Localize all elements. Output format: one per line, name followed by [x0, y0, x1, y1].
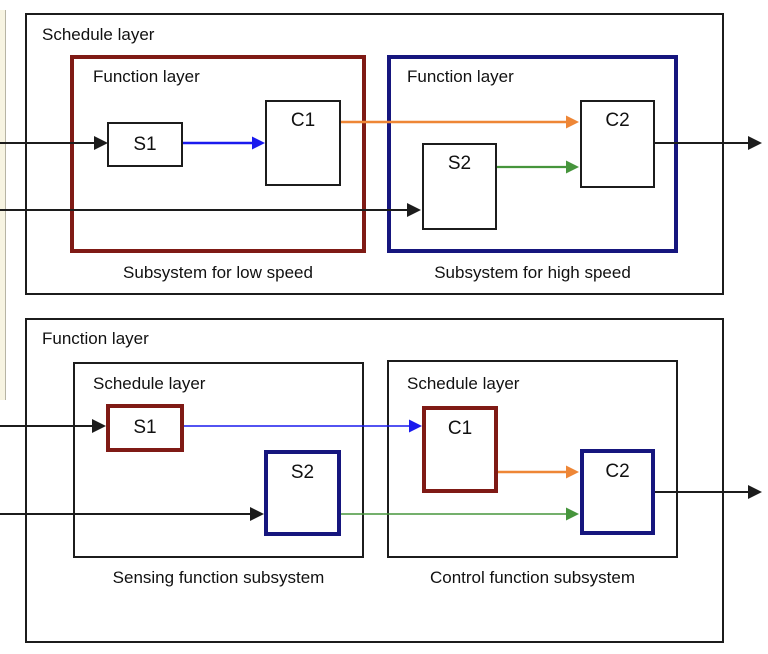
low-speed-caption: Subsystem for low speed — [123, 263, 313, 282]
block-s2-bottom: S2 — [264, 450, 341, 536]
block-c1-top: C1 — [265, 100, 341, 186]
sensing-schedule-layer-box — [73, 362, 364, 558]
control-schedule-layer-label: Schedule layer — [407, 374, 520, 393]
page-edge-artifact — [0, 10, 6, 400]
high-speed-caption: Subsystem for high speed — [434, 263, 631, 282]
control-schedule-layer-box — [387, 360, 678, 558]
output-arrow-2-head — [748, 485, 762, 499]
high-speed-function-layer-box — [387, 55, 678, 253]
sensing-schedule-layer-label: Schedule layer — [93, 374, 206, 393]
sensing-caption: Sensing function subsystem — [112, 568, 325, 587]
output-arrow-1-head — [748, 136, 762, 150]
block-s1-bottom: S1 — [106, 404, 184, 452]
low-speed-function-layer-label: Function layer — [93, 67, 200, 86]
block-c2-bottom: C2 — [580, 449, 655, 535]
control-caption: Control function subsystem — [429, 568, 636, 587]
bottom-function-layer-label: Function layer — [42, 329, 149, 348]
bottom-function-layer-box — [25, 318, 724, 643]
high-speed-function-layer-label: Function layer — [407, 67, 514, 86]
low-speed-function-layer-box — [70, 55, 366, 253]
block-s2-top: S2 — [422, 143, 497, 230]
block-s1-top: S1 — [107, 122, 183, 167]
top-schedule-layer-box — [25, 13, 724, 295]
top-schedule-layer-label: Schedule layer — [42, 25, 155, 44]
block-c2-top: C2 — [580, 100, 655, 188]
block-c1-bottom: C1 — [422, 406, 498, 493]
